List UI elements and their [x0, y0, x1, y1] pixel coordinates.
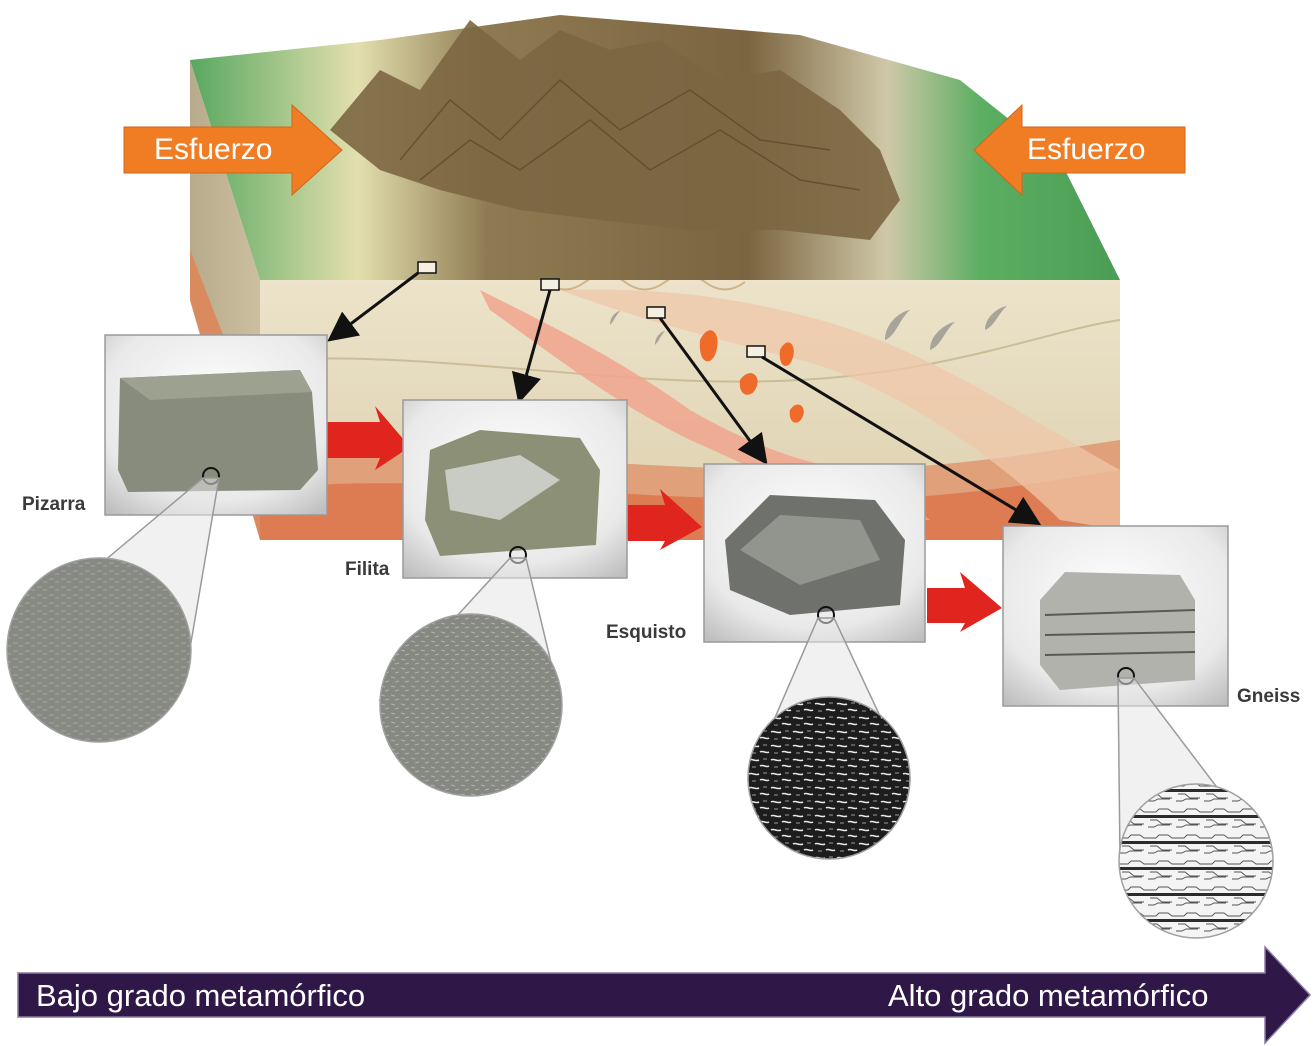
- rock-panel-gneiss: [1002, 525, 1229, 707]
- rock-label-filita: Filita: [345, 559, 390, 580]
- sample-pointer-arrows: [327, 271, 1042, 526]
- grade-label-low: Bajo grado metamórfico: [36, 978, 366, 1013]
- rock-sample-icon: [118, 370, 318, 492]
- rock-panel-pizarra: [104, 334, 328, 516]
- magnified-texture-gneiss: [1118, 783, 1274, 939]
- progression-arrow-3: [927, 572, 1002, 632]
- progression-arrow-2: [628, 489, 702, 550]
- block-diagram: [190, 15, 1121, 540]
- grade-label-high: Alto grado metamórfico: [888, 978, 1209, 1013]
- rock-panel-esquisto: [703, 463, 926, 643]
- stress-label-right: Esfuerzo: [1027, 133, 1146, 166]
- magma-blobs: [699, 330, 804, 423]
- rock-sample-icon: [1040, 572, 1195, 690]
- rock-label-gneiss: Gneiss: [1237, 686, 1301, 707]
- rock-label-pizarra: Pizarra: [22, 494, 86, 515]
- magnified-texture-filita: [379, 613, 563, 797]
- metamorphic-grade-arrow: [17, 945, 1312, 1045]
- progression-arrows: [327, 406, 1002, 632]
- rock-label-esquisto: Esquisto: [606, 622, 687, 643]
- magnified-texture-esquisto: [747, 696, 911, 860]
- stress-label-left: Esfuerzo: [154, 133, 273, 166]
- stress-arrow-left: [123, 103, 343, 197]
- stress-arrow-right: [973, 103, 1186, 197]
- rising-plumes: [610, 306, 1007, 350]
- mountain-range: [330, 20, 900, 240]
- magnified-texture-pizarra: [6, 557, 192, 743]
- progression-arrow-1: [327, 406, 410, 470]
- rock-panel-filita: [402, 399, 628, 579]
